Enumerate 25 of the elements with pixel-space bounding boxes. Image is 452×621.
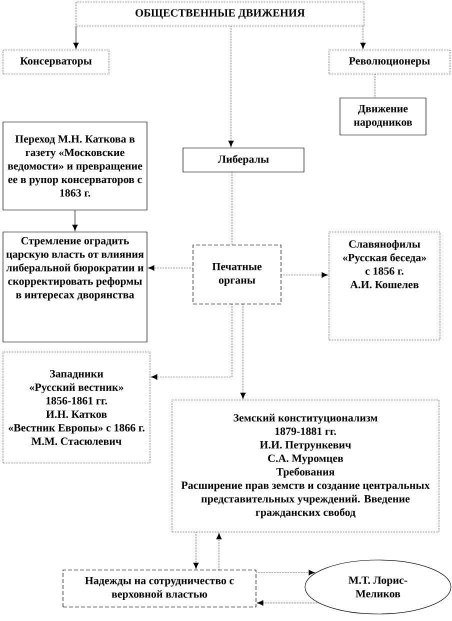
text-box: Движение народников (340, 98, 426, 136)
arrow (281, 272, 328, 278)
text-box: Славянофилы «Русская беседа» с 1856 г. А.И. Кошелев (328, 232, 440, 340)
arrow (256, 570, 315, 576)
arrow (257, 600, 319, 606)
arrow (73, 26, 79, 49)
text-box: Земский конституционализм 1879-1881 гг. И.И. Петрункевич С.А. Муромцев Требования Расширение прав земств и создание центральных представительных учреждений. Введение гражданских свобод (172, 400, 440, 532)
text-box: Стремление оградить царскую власть от влияния либеральной бюрократии и скорректировать реформы в интересах дворянства (2, 232, 148, 342)
text-box: Западники «Русский вестник» 1856-1861 гг. И.Н. Катков «Вестник Европы» с 1866 г. М.М. Стасюлевич (2, 352, 150, 464)
text-box: Революционеры (328, 50, 450, 74)
arrow (216, 533, 222, 570)
dashed-box: Печатные органы (192, 244, 282, 304)
text-box: Либералы (182, 148, 304, 172)
arrow (240, 304, 246, 399)
arrow (228, 26, 234, 147)
arrow (151, 304, 232, 380)
arrow (193, 532, 199, 569)
connector-line (374, 74, 376, 98)
text-box: Консерваторы (2, 50, 110, 74)
arrow (72, 210, 78, 231)
text-box: Переход М.Н. Каткова в газету «Московские ведомости» и превращение ее в рупор консерваторов с 1863 г. (2, 122, 148, 210)
arrow (360, 26, 366, 49)
title-box: ОБЩЕСТВЕННЫЕ ДВИЖЕНИЯ (76, 2, 364, 26)
dashed-box: Надежды на сотрудничество с верховной властью (62, 570, 256, 608)
arrow (148, 265, 193, 271)
